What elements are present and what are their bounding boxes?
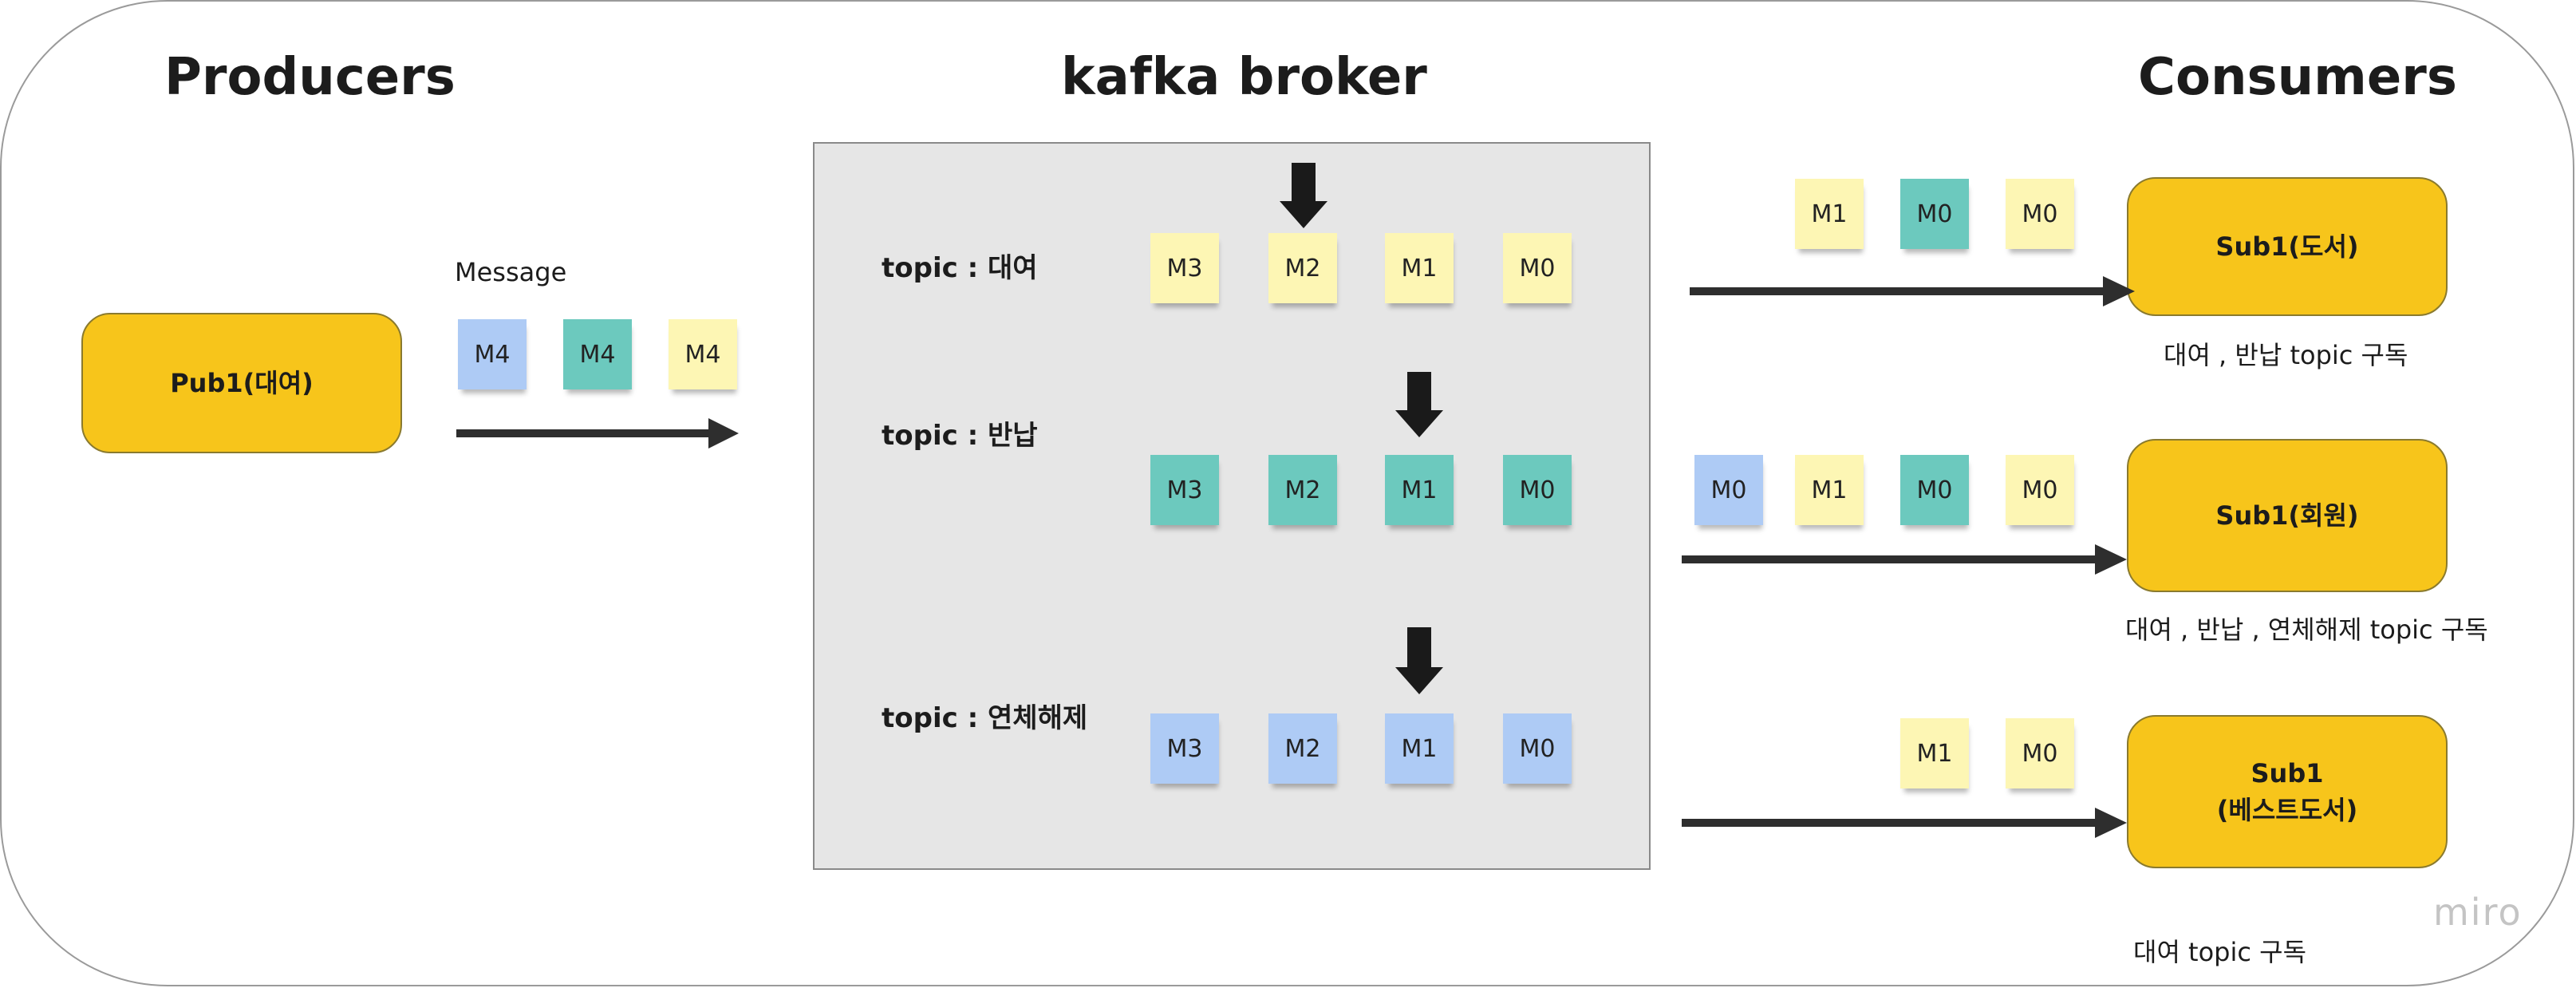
flow-arrow	[1690, 276, 2135, 306]
consumer-subscription: 대여 topic 구독	[2133, 937, 2307, 967]
flow-arrow	[456, 418, 739, 449]
topic-note[interactable]: M0	[1503, 713, 1572, 784]
broker-heading: kafka broker	[1061, 48, 1427, 107]
topic-note[interactable]: M3	[1150, 455, 1219, 525]
consumer-sub1-member[interactable]: Sub1(회원)	[2127, 439, 2448, 592]
topic-label: topic : 반납	[882, 420, 1038, 452]
topic-note[interactable]: M1	[1385, 233, 1454, 303]
consumer-note[interactable]: M0	[1900, 455, 1969, 525]
consumer-name: Sub1(도서)	[2215, 231, 2359, 262]
topic-note[interactable]: M3	[1150, 713, 1219, 784]
flow-arrow	[1682, 544, 2127, 575]
consumer-note[interactable]: M1	[1795, 179, 1864, 249]
consumer-note[interactable]: M0	[2006, 455, 2074, 525]
message-label: Message	[455, 257, 567, 287]
consumer-name-line: Sub1	[2251, 757, 2324, 788]
topic-note[interactable]: M2	[1268, 233, 1337, 303]
consumer-note[interactable]: M0	[2006, 718, 2074, 788]
consumer-subscription: 대여 , 반납 , 연체해제 topic 구독	[2125, 615, 2488, 645]
topic-note[interactable]: M0	[1503, 455, 1572, 525]
consumer-note[interactable]: M1	[1900, 718, 1969, 788]
consumer-sub1-book[interactable]: Sub1(도서)	[2127, 177, 2448, 316]
topic-note[interactable]: M1	[1385, 713, 1454, 784]
producer-note[interactable]: M4	[669, 319, 737, 389]
flow-arrow	[1682, 808, 2127, 838]
miro-watermark: miro	[2433, 891, 2523, 934]
topic-label: topic : 연체해제	[882, 702, 1088, 734]
producer-note[interactable]: M4	[563, 319, 632, 389]
topic-note[interactable]: M3	[1150, 233, 1219, 303]
topic-note[interactable]: M2	[1268, 455, 1337, 525]
topic-note[interactable]: M2	[1268, 713, 1337, 784]
producers-heading: Producers	[164, 48, 456, 107]
consumer-name: Sub1(회원)	[2215, 500, 2359, 531]
topic-offset-pointer	[1395, 627, 1443, 694]
consumer-sub1-bestbook[interactable]: Sub1 (베스트도서)	[2127, 715, 2448, 868]
topic-offset-pointer	[1395, 372, 1443, 437]
topic-note[interactable]: M0	[1503, 233, 1572, 303]
consumer-note[interactable]: M0	[1900, 179, 1969, 249]
consumer-note[interactable]: M1	[1795, 455, 1864, 525]
topic-note[interactable]: M1	[1385, 455, 1454, 525]
consumer-note[interactable]: M0	[2006, 179, 2074, 249]
producer-pub1[interactable]: Pub1(대여)	[81, 313, 402, 453]
producer-note[interactable]: M4	[458, 319, 527, 389]
consumer-name-line: (베스트도서)	[2216, 795, 2358, 825]
consumers-heading: Consumers	[2138, 48, 2457, 107]
topic-offset-pointer	[1280, 163, 1327, 228]
consumer-subscription: 대여 , 반납 topic 구독	[2164, 340, 2408, 370]
consumer-note[interactable]: M0	[1694, 455, 1763, 525]
topic-label: topic : 대여	[882, 252, 1038, 284]
